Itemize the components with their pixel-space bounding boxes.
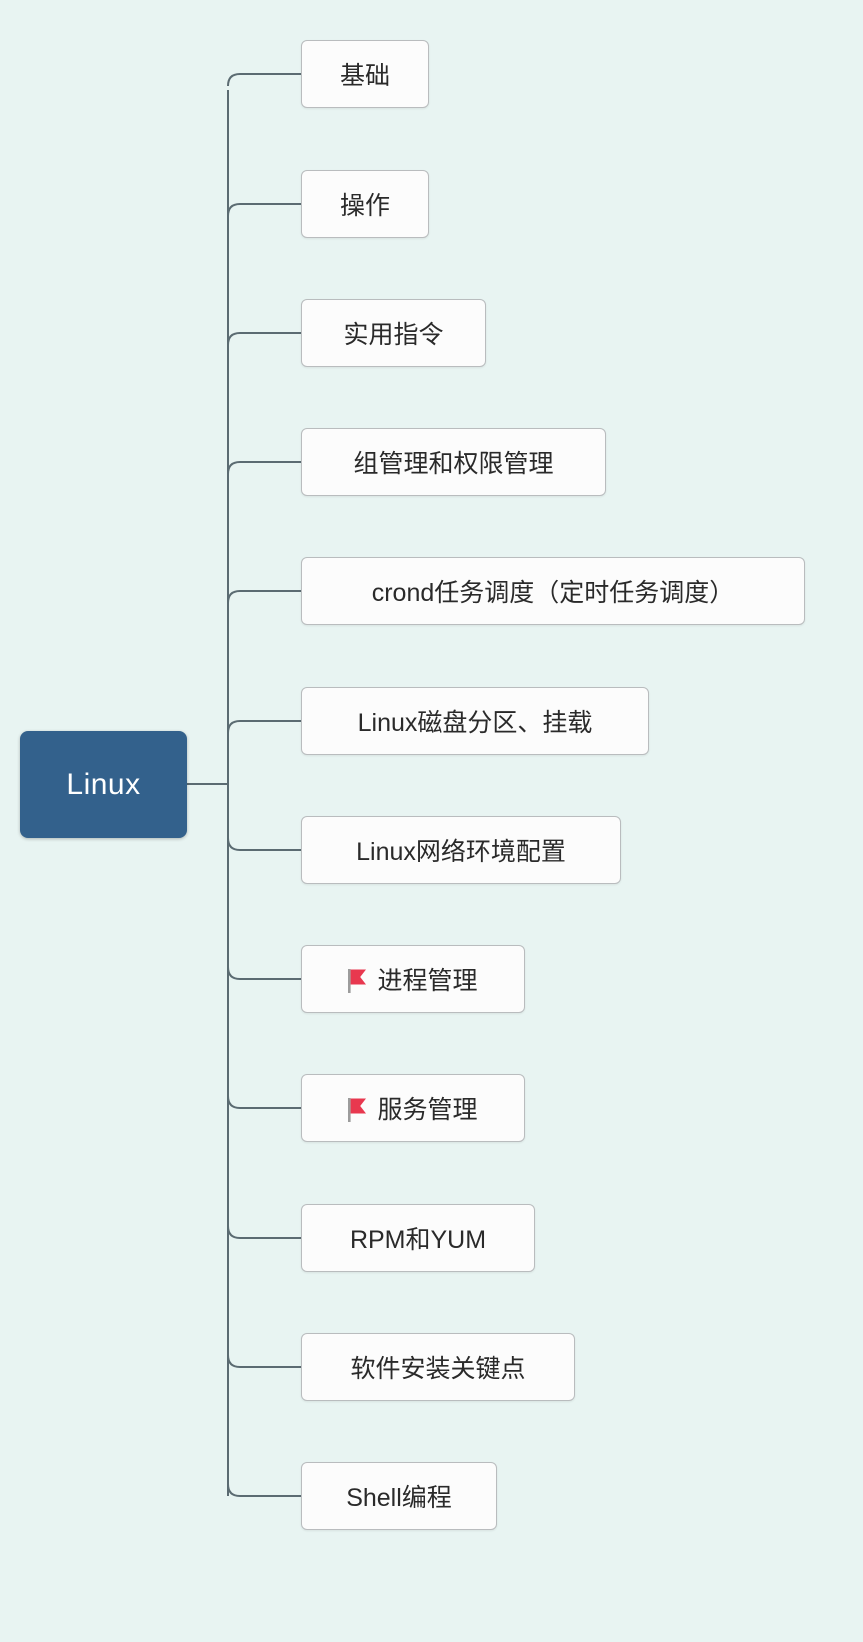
node-fuwuguanli[interactable]: 服务管理 <box>301 1074 525 1142</box>
root-node-linux[interactable]: Linux <box>20 731 187 838</box>
red-flag-icon <box>348 1098 368 1122</box>
node-label: Linux网络环境配置 <box>356 838 566 866</box>
node-label: Linux磁盘分区、挂载 <box>357 709 593 737</box>
node-jinchengguanli[interactable]: 进程管理 <box>301 945 525 1013</box>
node-label: 组管理和权限管理 <box>353 450 554 478</box>
node-shell-biancheng[interactable]: Shell编程 <box>301 1462 497 1530</box>
node-label: crond任务调度（定时任务调度） <box>371 579 735 607</box>
node-label: 进程管理 <box>377 967 478 995</box>
node-label: 实用指令 <box>343 321 444 349</box>
node-label: RPM和YUM <box>349 1226 487 1254</box>
node-ruanjian-anzhuang-guanjiandian[interactable]: 软件安装关键点 <box>301 1333 575 1401</box>
node-label: 服务管理 <box>377 1096 478 1124</box>
node-zuguanli-quanxianguanli[interactable]: 组管理和权限管理 <box>301 428 606 496</box>
node-caozuo[interactable]: 操作 <box>301 170 429 238</box>
node-rpm-yum[interactable]: RPM和YUM <box>301 1204 535 1272</box>
node-linux-cipan-fenqu-guazai[interactable]: Linux磁盘分区、挂载 <box>301 687 649 755</box>
node-crond-renwudiaodu[interactable]: crond任务调度（定时任务调度） <box>301 557 805 625</box>
node-linux-wangluo-huanjing-peizhi[interactable]: Linux网络环境配置 <box>301 816 621 884</box>
node-jichu[interactable]: 基础 <box>301 40 429 108</box>
node-shiyongzhiling[interactable]: 实用指令 <box>301 299 486 367</box>
node-label: 软件安装关键点 <box>350 1355 526 1383</box>
node-label: Shell编程 <box>346 1484 452 1512</box>
root-node-label: Linux <box>66 767 141 801</box>
node-label: 操作 <box>339 192 390 220</box>
node-label: 基础 <box>339 62 390 90</box>
red-flag-icon <box>348 969 368 993</box>
